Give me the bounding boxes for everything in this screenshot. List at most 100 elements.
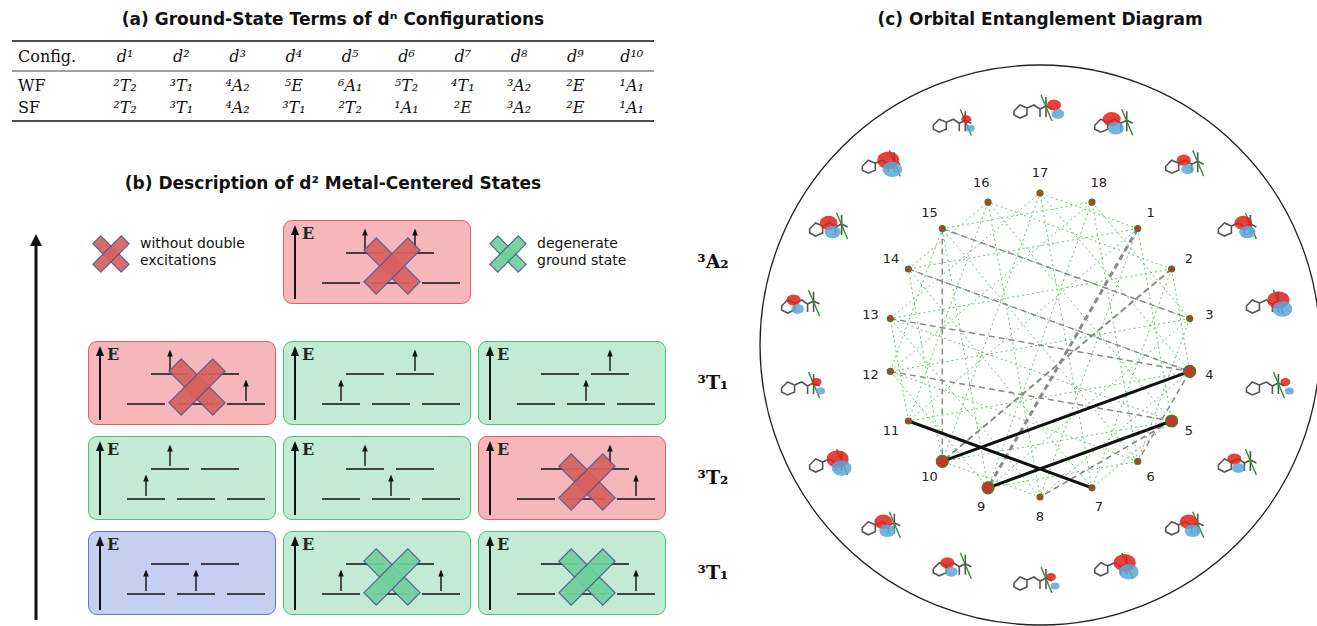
table-cell: ²E xyxy=(566,77,584,95)
orbital-dot xyxy=(1169,266,1175,272)
orbital-image xyxy=(862,150,902,177)
cross-mark xyxy=(169,359,225,415)
orbital-level xyxy=(151,563,189,564)
ligand-bond xyxy=(1245,449,1256,475)
table-cell: d⁹ xyxy=(567,48,584,66)
orbital-lobe xyxy=(1273,301,1293,316)
table-cell: d³ xyxy=(229,48,246,66)
weak-entanglement-line xyxy=(890,269,1171,319)
orbital-number: 6 xyxy=(1146,469,1154,484)
electron-arrow xyxy=(195,573,196,591)
orbital-lobe xyxy=(832,460,852,475)
table-cell: d⁴ xyxy=(286,48,303,66)
energy-arrow xyxy=(294,446,296,515)
table-cell: ³A₂ xyxy=(507,77,531,95)
medium-entanglement-line xyxy=(1040,421,1172,497)
weak-entanglement-line xyxy=(908,202,988,421)
orbital-image xyxy=(1166,512,1204,538)
orbital-number: 2 xyxy=(1185,252,1193,267)
orbital-dot xyxy=(1187,316,1193,322)
ligand-bond xyxy=(809,290,820,316)
orbital-dot xyxy=(1135,226,1141,232)
state-box: E xyxy=(478,531,666,615)
orbital-level xyxy=(372,498,410,499)
medium-entanglement-line xyxy=(988,229,1138,488)
cross-mark xyxy=(490,236,526,272)
table-cell: d⁷ xyxy=(454,48,471,66)
orbital-lobe xyxy=(787,294,801,305)
orbital-level xyxy=(617,593,655,594)
ligand-bond xyxy=(1193,150,1204,176)
electron-arrow xyxy=(145,478,146,496)
table-cell: ⁴A₂ xyxy=(225,99,249,117)
entanglement-graph xyxy=(887,190,1195,500)
table-cell: ⁶A₁ xyxy=(338,77,362,95)
medium-entanglement-line xyxy=(890,371,1171,421)
orbital-lobe xyxy=(1047,99,1061,110)
orbital-lobe xyxy=(1232,463,1245,473)
table-cell: ⁵E xyxy=(285,77,303,95)
electron-arrow xyxy=(440,573,441,591)
orbital-lobe xyxy=(882,162,902,177)
orbital-level xyxy=(591,373,629,374)
orbital-level xyxy=(517,498,555,499)
weak-entanglement-line xyxy=(1040,193,1092,488)
weak-entanglement-line xyxy=(942,229,1189,319)
cross-mark xyxy=(169,359,225,415)
weak-entanglement-line xyxy=(890,371,988,487)
orbital-level xyxy=(322,593,360,594)
energy-arrow xyxy=(294,351,296,420)
electron-arrow xyxy=(390,478,391,496)
orbital-level xyxy=(617,403,655,404)
orbital-lobe xyxy=(791,304,804,314)
orbital-lobe xyxy=(961,115,971,123)
orbital-image xyxy=(1246,290,1292,317)
orbital-number: 4 xyxy=(1205,367,1213,382)
energy-label: E xyxy=(107,440,119,459)
orbital-lobe xyxy=(1280,378,1290,386)
orbital-image xyxy=(1095,553,1139,580)
weak-entanglement-line xyxy=(908,202,988,269)
energy-arrow xyxy=(99,446,101,515)
energy-label: E xyxy=(302,535,314,554)
orbital-number: 16 xyxy=(973,176,990,191)
table-cell: ²T₂ xyxy=(338,99,362,117)
orbital-number: 7 xyxy=(1095,499,1103,514)
orbital-dot xyxy=(1135,458,1141,464)
table-cell: d⁶ xyxy=(398,48,415,66)
table-cell: d² xyxy=(173,48,190,66)
orbital-number: 18 xyxy=(1091,176,1108,191)
cross-mark xyxy=(364,549,420,605)
orbital-image xyxy=(1095,109,1133,135)
electron-arrow xyxy=(364,448,365,466)
weak-entanglement-line xyxy=(1040,193,1138,229)
orbital-image xyxy=(810,449,852,476)
orbital-level xyxy=(322,282,360,283)
weak-entanglement-line xyxy=(942,421,1171,461)
orbital-number: 3 xyxy=(1205,308,1213,323)
orbital-dot xyxy=(1037,494,1043,500)
orbital-level xyxy=(346,373,384,374)
energy-arrow xyxy=(489,446,491,515)
orbital-lobe xyxy=(825,226,841,239)
medium-entanglement-line xyxy=(942,229,1189,319)
electron-arrow xyxy=(169,448,170,466)
orbital-lobe xyxy=(1108,122,1124,135)
energy-arrow xyxy=(489,541,491,610)
table-row-header: WF xyxy=(18,77,46,95)
orbital-number: 13 xyxy=(862,308,879,323)
orbital-lobe xyxy=(816,387,825,394)
orbital-number: 1 xyxy=(1146,206,1154,221)
energy-arrow xyxy=(99,351,101,420)
table-cell: d¹⁰ xyxy=(620,48,643,66)
orbital-level xyxy=(617,498,655,499)
table-cell: ²T₂ xyxy=(113,99,137,117)
ligand-bond xyxy=(960,553,971,579)
cross-mark xyxy=(559,454,615,510)
orbital-lobe xyxy=(879,524,895,537)
table-row-header: SF xyxy=(18,99,40,117)
orbital-image xyxy=(782,290,820,316)
electron-arrow xyxy=(414,353,415,371)
electron-arrow xyxy=(635,573,636,591)
orbital-dot xyxy=(985,199,991,205)
